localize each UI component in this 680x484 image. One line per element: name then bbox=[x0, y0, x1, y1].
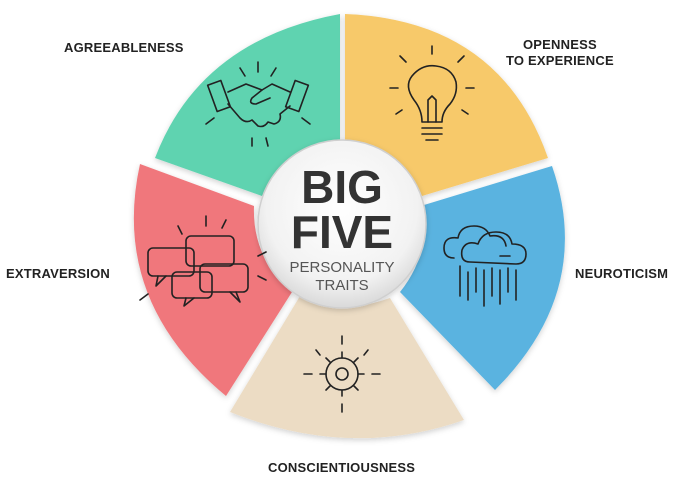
segment-neuroticism bbox=[400, 166, 565, 390]
label-agreeableness-text: AGREEABLENESS bbox=[64, 40, 184, 55]
gear-icon bbox=[303, 335, 381, 413]
handshake-icon bbox=[205, 61, 311, 147]
label-openness: OPENNESS TO EXPERIENCE bbox=[506, 37, 614, 69]
center-title-five: FIVE bbox=[291, 206, 393, 258]
segment-extraversion bbox=[133, 164, 292, 396]
center-title-big: BIG bbox=[301, 161, 383, 213]
label-neuroticism-text: NEUROTICISM bbox=[575, 266, 669, 281]
label-conscientiousness-text: CONSCIENTIOUSNESS bbox=[268, 460, 416, 475]
segment-conscientiousness bbox=[230, 296, 464, 439]
center-subtitle-traits: TRAITS bbox=[315, 277, 368, 294]
lightbulb-icon bbox=[389, 45, 475, 141]
speech-bubbles-icon bbox=[139, 215, 267, 307]
rain-cloud-icon bbox=[443, 225, 527, 307]
segment-agreeableness bbox=[155, 14, 340, 196]
label-agreeableness: AGREEABLENESS bbox=[64, 40, 184, 56]
label-openness-line1: OPENNESS bbox=[523, 37, 597, 52]
center-subtitle-personality: PERSONALITY bbox=[289, 259, 394, 276]
label-neuroticism: NEUROTICISM bbox=[575, 266, 668, 282]
label-openness-line2: TO EXPERIENCE bbox=[506, 53, 614, 68]
label-extraversion: EXTRAVERSION bbox=[6, 266, 110, 282]
label-conscientiousness: CONSCIENTIOUSNESS bbox=[268, 460, 415, 476]
segment-openness bbox=[345, 14, 548, 196]
label-extraversion-text: EXTRAVERSION bbox=[6, 266, 111, 281]
center-circle bbox=[257, 139, 427, 309]
